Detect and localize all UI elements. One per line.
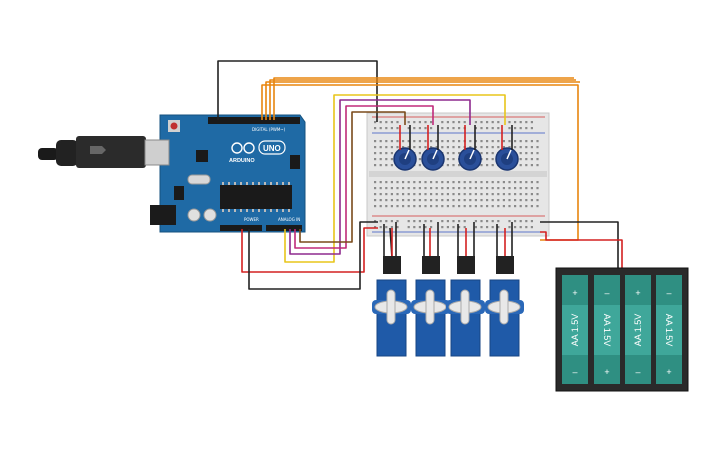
battery-cell-4: – + AA 1.5V — [656, 275, 682, 384]
potentiometer-3[interactable] — [458, 147, 482, 171]
arduino-board: ARDUINO UNO DIGITAL (PWM~) POWER ANALOG … — [144, 114, 306, 233]
wire-orange-4 — [273, 77, 574, 120]
arduino-brand-text: ARDUINO — [229, 158, 255, 164]
wires — [217, 60, 623, 290]
svg-text:–: – — [666, 288, 671, 298]
wire-purple — [289, 99, 471, 255]
wire-black-gnd — [217, 60, 378, 122]
wire-yellow — [284, 94, 506, 263]
wire-magenta — [294, 105, 434, 249]
potentiometer-1[interactable] — [393, 147, 417, 171]
wire-black-gnd-2 — [248, 221, 378, 290]
svg-text:–: – — [572, 367, 577, 377]
arduino-model-text: UNO — [263, 144, 281, 153]
svg-text:AA 1.5V: AA 1.5V — [602, 314, 612, 347]
svg-text:+: + — [572, 288, 577, 298]
svg-text:AA 1.5V: AA 1.5V — [570, 314, 580, 347]
battery-cell-2: – + AA 1.5V — [594, 275, 620, 384]
analog-header — [266, 225, 302, 231]
breadboard — [366, 112, 550, 237]
svg-text:AA 1.5V: AA 1.5V — [664, 314, 674, 347]
wire-battery-black — [540, 221, 619, 270]
wire-red-5v — [241, 227, 378, 273]
power-header — [220, 225, 262, 231]
battery-pack: + – AA 1.5V – + AA 1.5V + – AA 1.5V – — [555, 267, 689, 392]
svg-text:–: – — [635, 367, 640, 377]
svg-text:+: + — [604, 367, 609, 377]
usb-cable — [38, 136, 171, 168]
servo-1[interactable] — [372, 256, 411, 357]
battery-cell-3: + – AA 1.5V — [625, 275, 651, 384]
power-label: POWER — [244, 217, 259, 222]
svg-text:+: + — [635, 288, 640, 298]
servo-3[interactable] — [446, 256, 485, 357]
wire-orange-3 — [269, 79, 576, 120]
battery-cell-1: + – AA 1.5V — [562, 275, 588, 384]
svg-text:–: – — [604, 288, 609, 298]
servo-2[interactable] — [411, 256, 450, 357]
potentiometer-2[interactable] — [421, 147, 445, 171]
svg-text:+: + — [666, 367, 671, 377]
wire-battery-red — [540, 231, 623, 270]
analog-label: ANALOG IN — [278, 217, 300, 222]
potentiometer-4[interactable] — [495, 147, 519, 171]
svg-text:AA 1.5V: AA 1.5V — [633, 314, 643, 347]
digital-header — [208, 117, 300, 124]
digital-label: DIGITAL (PWM~) — [252, 127, 286, 132]
servo-4[interactable] — [485, 256, 524, 357]
wire-orange-2 — [265, 81, 580, 120]
wire-brown — [299, 111, 406, 243]
